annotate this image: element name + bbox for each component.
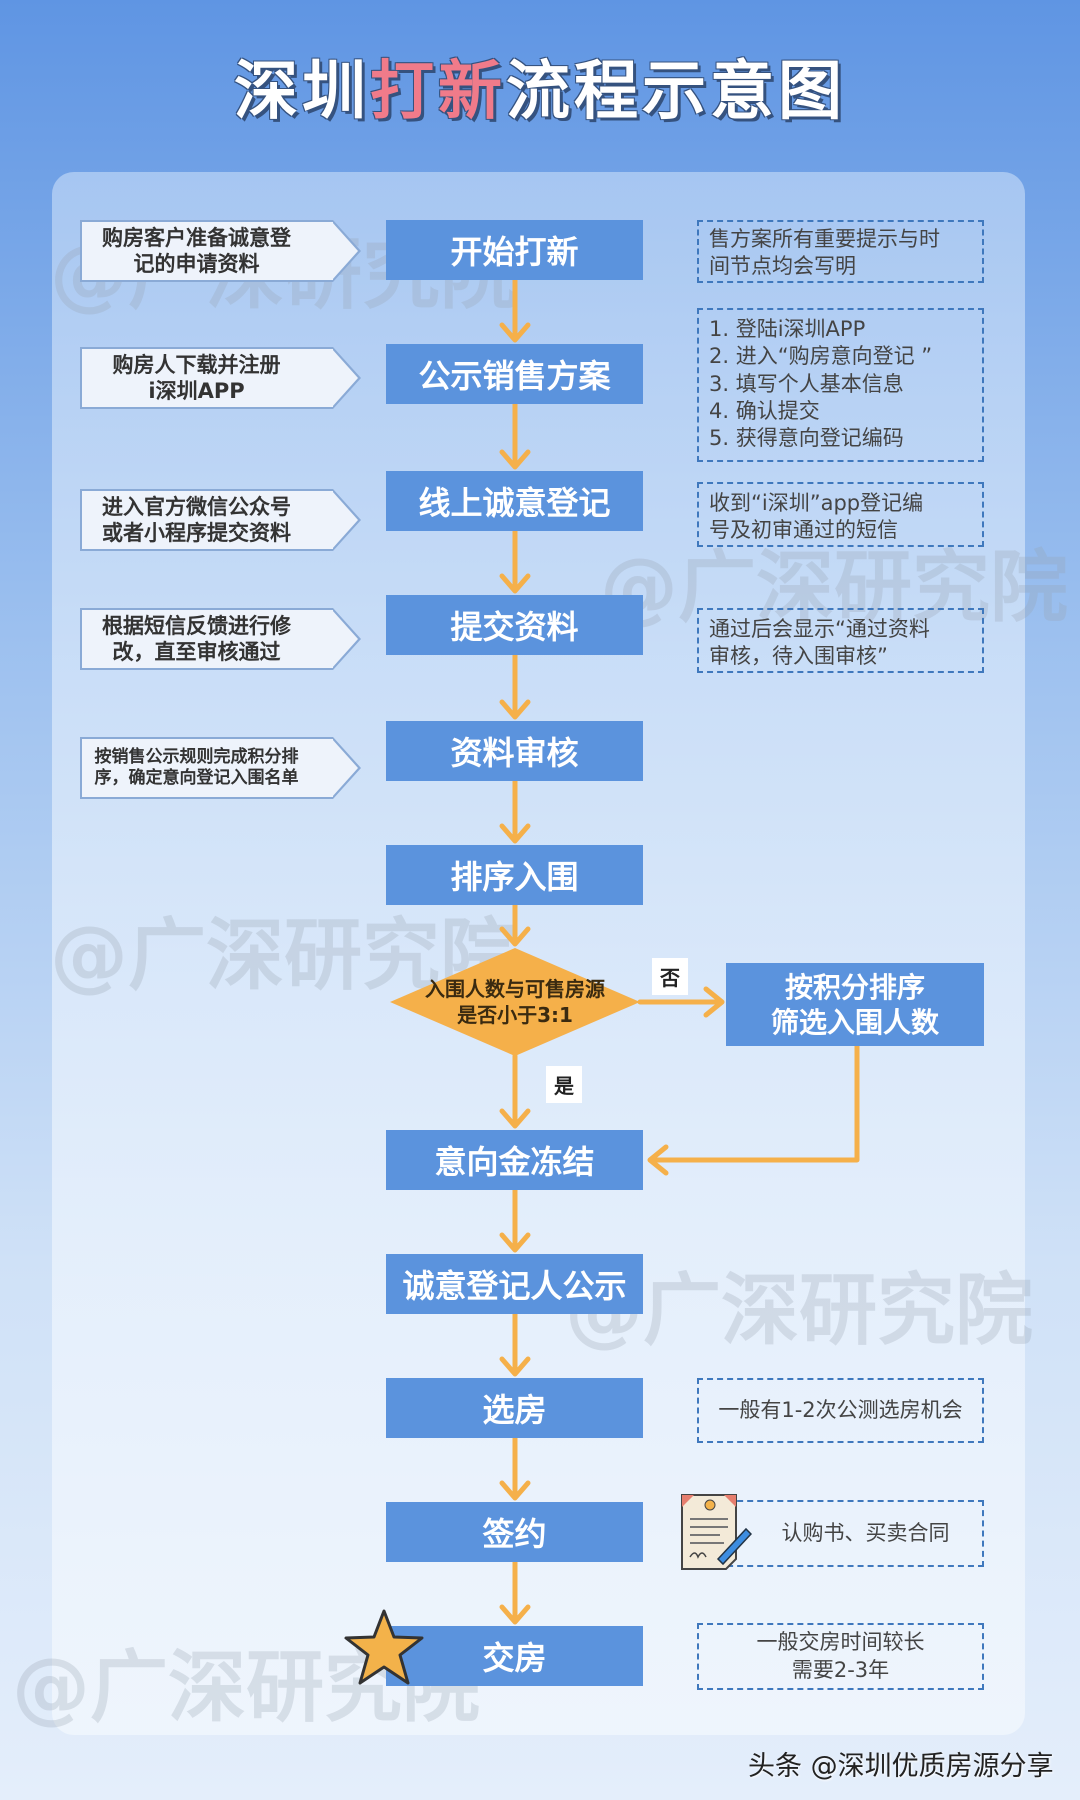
down-arrow bbox=[499, 401, 531, 470]
title-part: 流程示意图 bbox=[506, 55, 846, 129]
left-note: 根据短信反馈进行修改，直至审核通过 bbox=[80, 608, 361, 670]
right-note-steps: 1. 登陆i深圳APP 2. 进入“购房意向登记 ” 3. 填写个人基本信息 4… bbox=[697, 308, 984, 462]
step-review: 资料审核 bbox=[386, 721, 643, 781]
note-line: 需要2-3年 bbox=[791, 1657, 890, 1682]
no-arrow bbox=[637, 986, 725, 1018]
right-note: 通过后会显示“通过资料审核，待入围审核” bbox=[697, 608, 984, 673]
right-note: 一般有1-2次公测选房机会 bbox=[697, 1378, 984, 1443]
no-label: 否 bbox=[652, 958, 688, 995]
step-handover: 交房 bbox=[386, 1626, 643, 1686]
step-start: 开始打新 bbox=[386, 220, 643, 280]
note-line: 或者小程序提交资料 bbox=[102, 521, 291, 545]
left-note: 购房客户准备诚意登记的申请资料 bbox=[80, 220, 361, 282]
note-line: 审核，待入围审核” bbox=[709, 644, 888, 669]
decision-text: 入围人数与可售房源是否小于3:1 bbox=[390, 948, 640, 1056]
alt-line: 筛选入围人数 bbox=[770, 1005, 939, 1039]
note-line: 按销售公示规则完成积分排 bbox=[94, 746, 299, 767]
step-online-register: 线上诚意登记 bbox=[386, 471, 643, 531]
return-arrow bbox=[647, 1043, 860, 1176]
contract-icon bbox=[681, 1494, 752, 1570]
note-line: 3. 填写个人基本信息 bbox=[709, 371, 904, 396]
note-line: 4. 确认提交 bbox=[709, 398, 820, 423]
note-line: 号及初审通过的短信 bbox=[709, 518, 898, 543]
note-line: 购房人下载并注册 bbox=[112, 352, 281, 377]
down-arrow bbox=[499, 528, 531, 594]
note-line: 认购书、买卖合同 bbox=[781, 1520, 950, 1545]
down-arrow bbox=[499, 652, 531, 720]
step-sign: 签约 bbox=[386, 1502, 643, 1562]
down-arrow bbox=[499, 1559, 531, 1625]
note-line: 一般交房时间较长 bbox=[756, 1630, 925, 1655]
right-note: 一般交房时间较长需要2-3年 bbox=[697, 1623, 984, 1690]
yes-label: 是 bbox=[546, 1066, 582, 1103]
right-note: 收到“i深圳”app登记编号及初审通过的短信 bbox=[697, 482, 984, 547]
star-icon bbox=[344, 1609, 424, 1685]
note-line: 收到“i深圳”app登记编 bbox=[709, 491, 924, 515]
left-note: 按销售公示规则完成积分排序，确定意向登记入围名单 bbox=[80, 737, 361, 799]
down-arrow bbox=[499, 778, 531, 844]
step-publicize: 诚意登记人公示 bbox=[386, 1254, 643, 1314]
decision-diamond bbox=[390, 948, 640, 1056]
watermark: @广深研究院 bbox=[565, 1266, 1034, 1356]
footer-credit: 头条 @深圳优质房源分享 bbox=[748, 1751, 1054, 1782]
watermark: @广深研究院 bbox=[600, 543, 1069, 633]
down-arrow bbox=[499, 1435, 531, 1501]
left-note: 进入官方微信公众号或者小程序提交资料 bbox=[80, 489, 361, 551]
decision-line: 是否小于3:1 bbox=[457, 1003, 573, 1027]
note-line: 记的申请资料 bbox=[133, 252, 260, 276]
decision-line: 入围人数与可售房源 bbox=[425, 977, 605, 1001]
down-arrow bbox=[499, 277, 531, 343]
note-line: 售方案所有重要提示与时 bbox=[709, 227, 940, 251]
note-line: 1. 登陆i深圳APP bbox=[709, 317, 866, 341]
step-choose-house: 选房 bbox=[386, 1378, 643, 1438]
page-title: 深圳打新流程示意图 bbox=[0, 40, 1080, 132]
note-line: 根据短信反馈进行修 bbox=[102, 613, 291, 638]
note-line: 一般有1-2次公测选房机会 bbox=[718, 1397, 963, 1422]
note-line: 间节点均会写明 bbox=[709, 254, 856, 279]
right-note: 售方案所有重要提示与时间节点均会写明 bbox=[697, 220, 984, 283]
title-part: 深圳 bbox=[234, 55, 370, 129]
title-highlight: 打新 bbox=[370, 55, 506, 129]
note-line: 通过后会显示“通过资料 bbox=[709, 617, 930, 641]
step-ranking: 排序入围 bbox=[386, 845, 643, 905]
note-line: 进入官方微信公众号 bbox=[102, 494, 291, 519]
step-score-ranking: 按积分排序筛选入围人数 bbox=[726, 963, 984, 1046]
down-arrow bbox=[499, 1053, 531, 1129]
step-publish-plan: 公示销售方案 bbox=[386, 344, 643, 404]
down-arrow bbox=[499, 902, 531, 947]
alt-line: 按积分排序 bbox=[784, 970, 925, 1004]
step-freeze-deposit: 意向金冻结 bbox=[386, 1130, 643, 1190]
down-arrow bbox=[499, 1311, 531, 1377]
note-line: 2. 进入“购房意向登记 ” bbox=[709, 344, 933, 369]
note-line: 购房客户准备诚意登 bbox=[102, 225, 291, 250]
note-line: 序，确定意向登记入围名单 bbox=[94, 768, 299, 788]
note-line: i深圳APP bbox=[148, 379, 245, 403]
flowchart-panel bbox=[52, 172, 1025, 1735]
note-line: 5. 获得意向登记编码 bbox=[709, 426, 904, 451]
step-submit-docs: 提交资料 bbox=[386, 595, 643, 655]
down-arrow bbox=[499, 1187, 531, 1253]
note-line: 改，直至审核通过 bbox=[112, 640, 281, 664]
